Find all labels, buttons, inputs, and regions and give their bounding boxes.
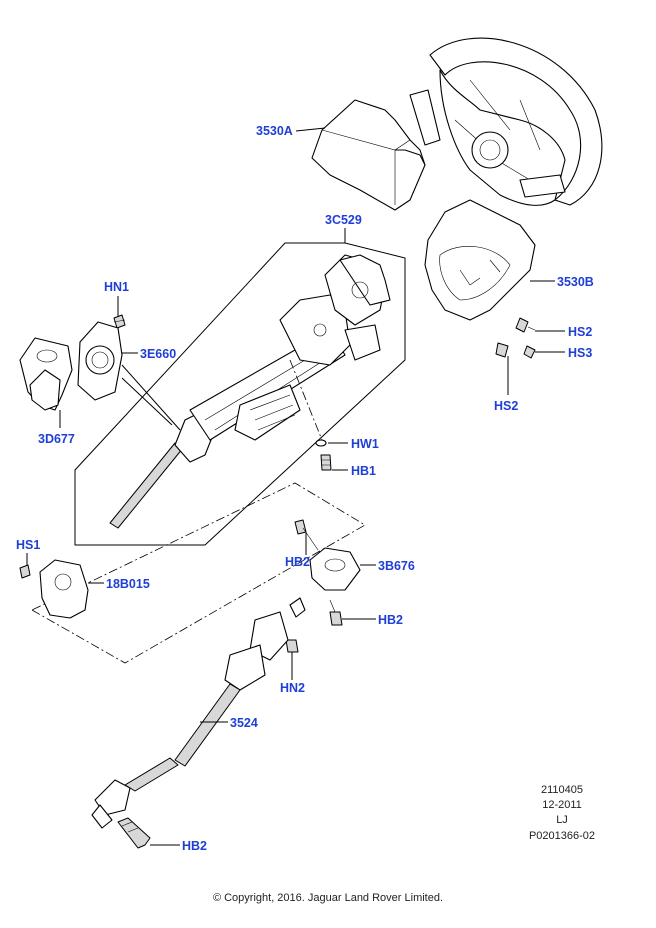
label-hn2: HN2 (280, 681, 305, 695)
steering-column-assembly-3c529 (109, 254, 391, 529)
bolt-hb1 (320, 454, 332, 471)
lower-group-outline (31, 482, 366, 664)
nut-hn1 (113, 314, 126, 329)
column-group-outline (74, 242, 406, 546)
label-hb2-b: HB2 (378, 613, 403, 627)
steering-wheel-illustration (409, 37, 603, 206)
bracket-3b676 (309, 547, 361, 591)
label-3e660: 3E660 (140, 347, 176, 361)
meta-line-4: P0201366-02 (529, 830, 595, 842)
label-3d677: 3D677 (38, 432, 75, 446)
label-hs2-b: HS2 (494, 399, 518, 413)
bracket-3e660 (77, 321, 123, 401)
upper-shroud-3530a (311, 99, 426, 211)
axis-line (289, 359, 323, 441)
bolt-hb2-b (329, 599, 343, 626)
label-hb1: HB1 (351, 464, 376, 478)
meta-line-3: LJ (556, 814, 568, 826)
label-hs1: HS1 (16, 538, 40, 552)
bolt-hb2-c (117, 817, 151, 849)
label-3530a: 3530A (256, 124, 293, 138)
label-hw1: HW1 (351, 437, 379, 451)
sensor-18b015 (39, 559, 89, 619)
leader-lines (26, 127, 565, 846)
label-hn1: HN1 (104, 280, 129, 294)
label-3c529: 3C529 (325, 213, 362, 227)
washer-hw1 (315, 439, 327, 447)
label-3530b: 3530B (557, 275, 594, 289)
screw-hs3 (523, 345, 536, 359)
label-hb2-a: HB2 (285, 555, 310, 569)
copyright-notice: © Copyright, 2016. Jaguar Land Rover Lim… (213, 892, 443, 904)
label-3b676: 3B676 (378, 559, 415, 573)
meta-line-2: 12-2011 (542, 799, 582, 811)
label-3524: 3524 (230, 716, 258, 730)
leader-line (121, 377, 173, 426)
lower-shroud-3530b (424, 199, 536, 321)
label-hs2-a: HS2 (568, 325, 592, 339)
bolt-hb2-a (294, 519, 319, 551)
meta-line-1: 2110405 (541, 784, 583, 796)
nut-hn2 (285, 639, 299, 653)
label-18b015: 18B015 (106, 577, 150, 591)
screw-hs1 (19, 564, 31, 579)
intermediate-shaft-3524 (91, 597, 306, 829)
label-hs3: HS3 (568, 346, 592, 360)
label-hb2-c: HB2 (182, 839, 207, 853)
screw-hs2-a (515, 317, 536, 333)
leader-line (121, 364, 181, 431)
screw-hs2-b (495, 342, 509, 358)
boot-3d677 (19, 337, 73, 411)
